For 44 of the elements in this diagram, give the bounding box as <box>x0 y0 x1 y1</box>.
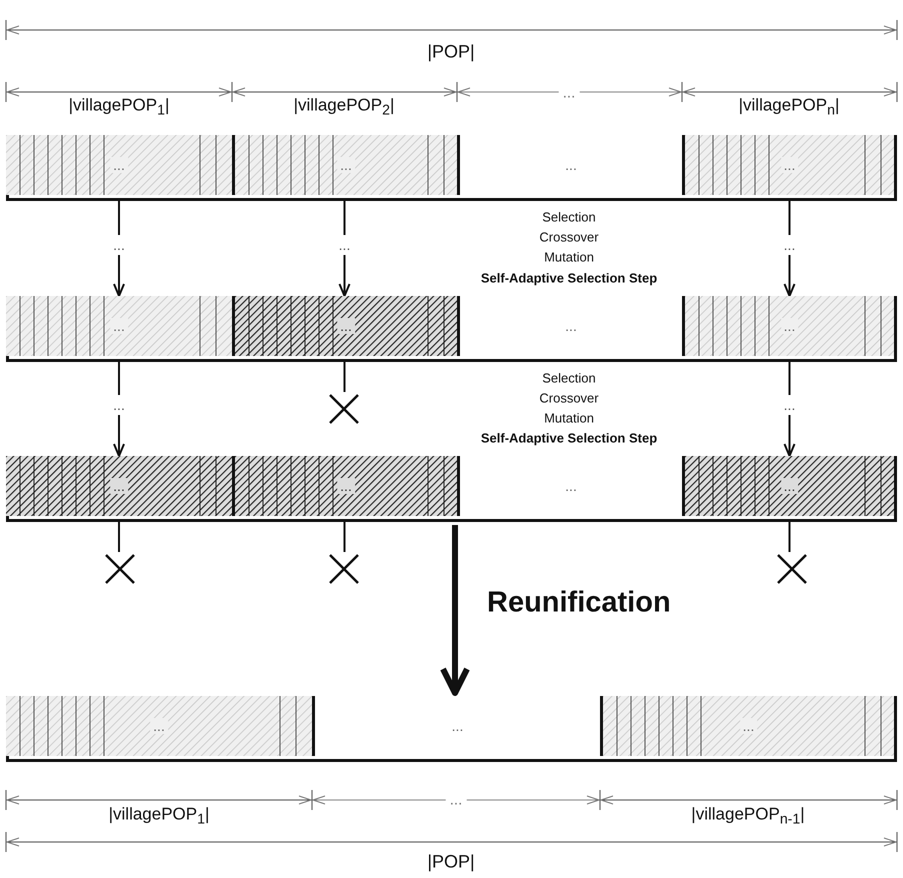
population-segment <box>6 696 312 756</box>
population-segment <box>682 135 894 195</box>
population-segment <box>6 296 232 356</box>
ellipsis-text: ... <box>780 478 798 494</box>
connector-line <box>118 522 120 552</box>
arrow <box>784 362 796 457</box>
population-segment <box>6 135 232 195</box>
population-segment <box>6 456 232 516</box>
ellipsis-text: ... <box>337 318 355 334</box>
population-bar <box>6 135 897 201</box>
arrow <box>440 525 470 696</box>
connector-line <box>344 362 346 392</box>
cross-mark <box>103 552 137 586</box>
cross-mark <box>327 552 361 586</box>
ellipsis-text: ... <box>780 157 798 173</box>
population-segment <box>457 135 682 195</box>
population-segment <box>232 135 457 195</box>
population-segment <box>682 456 894 516</box>
population-segment <box>600 696 894 756</box>
population-segment <box>457 456 682 516</box>
cross-mark <box>775 552 809 586</box>
connector-line <box>344 522 346 552</box>
connector-line <box>788 522 790 552</box>
population-segment <box>312 696 600 756</box>
population-bar <box>6 456 897 522</box>
ellipsis-text: ... <box>110 318 128 334</box>
cross-mark <box>327 392 361 426</box>
ellipsis-text: ... <box>740 718 758 734</box>
population-segment <box>232 296 457 356</box>
ellipsis-text: ... <box>780 318 798 334</box>
ellipsis-text: ... <box>110 157 128 173</box>
ellipsis-text: ... <box>150 718 168 734</box>
arrow <box>784 201 796 297</box>
population-bar <box>6 696 897 762</box>
ellipsis-text: ... <box>110 478 128 494</box>
ellipsis-text: ... <box>337 478 355 494</box>
population-segment <box>457 296 682 356</box>
population-segment <box>682 296 894 356</box>
population-segment <box>232 456 457 516</box>
arrow <box>338 201 350 297</box>
population-bar <box>6 296 897 362</box>
arrow <box>113 201 125 297</box>
ellipsis-text: ... <box>337 157 355 173</box>
arrow <box>113 362 125 457</box>
